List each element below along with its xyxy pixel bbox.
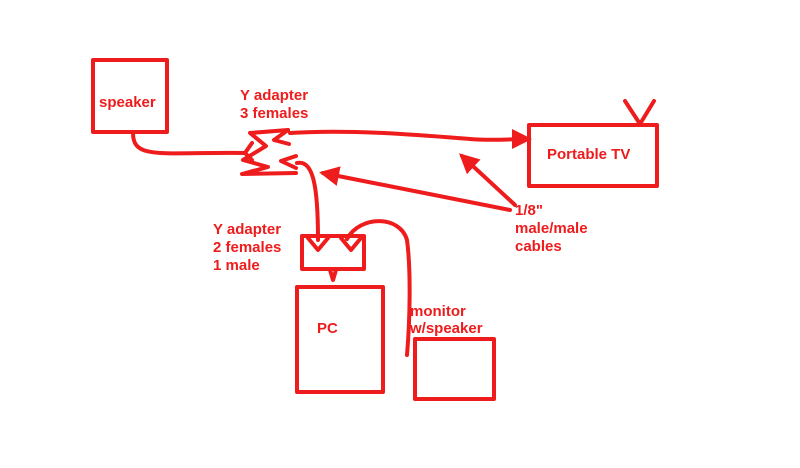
monitor-cable [345,219,412,357]
speaker-cable [131,131,247,156]
cable-label-line2: male/male [515,220,588,237]
y-adapter-3-label-line1: Y adapter [240,87,308,104]
y-adapter-2-females-1-male [300,234,366,282]
pc-label: PC [317,320,338,337]
portable-tv-box [527,123,659,188]
cable-label-line3: cables [515,238,562,255]
monitor-label-line1: monitor [410,303,466,320]
tv-antenna-icon [623,99,656,126]
callout-arrow-link-cable [319,166,512,212]
y-adapter-2-label-line2: 2 females [213,239,281,256]
monitor-box [413,337,496,401]
speaker-box [91,58,169,134]
pc-box [295,285,385,394]
y-adapter-2-label-line3: 1 male [213,257,260,274]
monitor-label-line2: w/speaker [409,320,483,337]
y-adapter-3-females [240,128,298,176]
cable-label-line1: 1/8" [515,202,543,219]
callout-arrow-tv-cable [459,153,517,207]
y-adapter-2-label-line1: Y adapter [213,221,281,238]
tv-cable [288,129,532,150]
y-adapter-3-label-line2: 3 females [240,105,308,122]
adapter-link-cable [295,160,320,242]
portable-tv-label: Portable TV [547,146,630,163]
speaker-label: speaker [99,94,156,111]
